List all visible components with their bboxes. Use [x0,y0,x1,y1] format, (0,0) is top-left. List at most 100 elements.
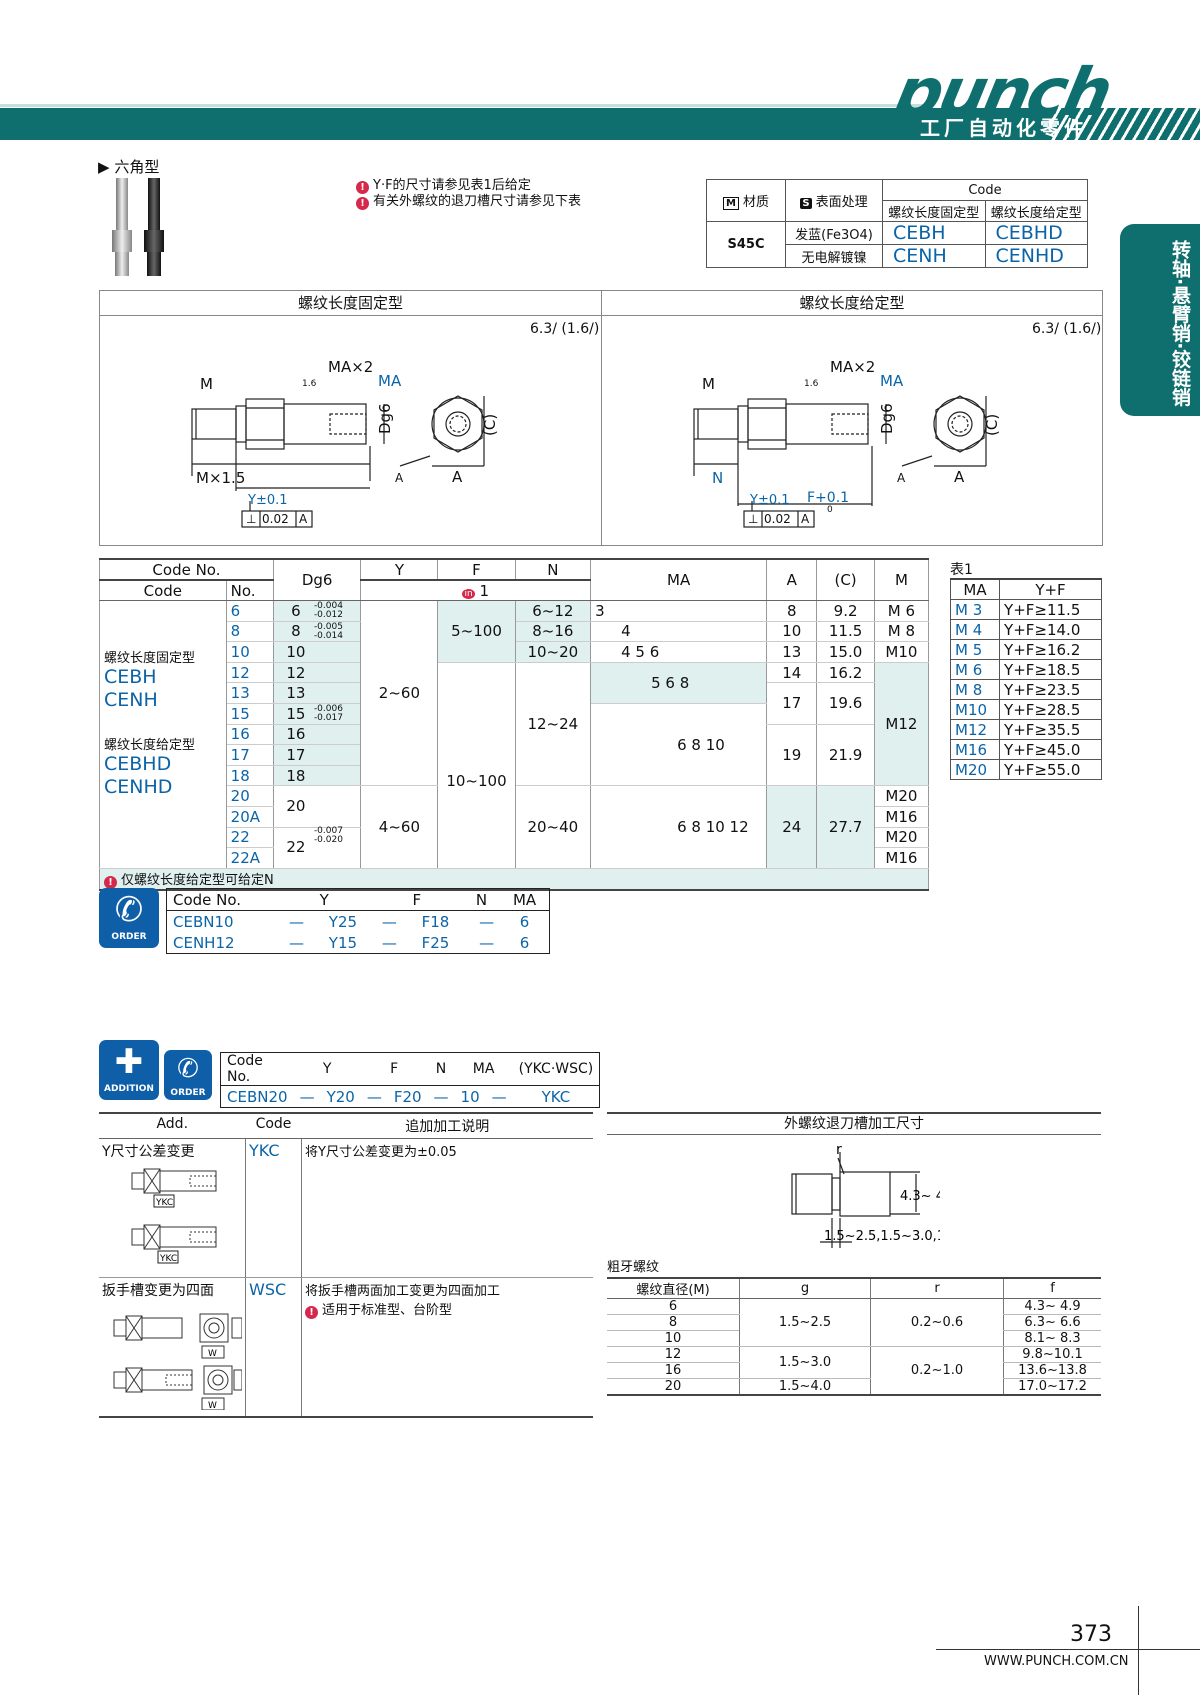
no[interactable]: 17 [225,744,274,766]
wsc-figure: W W [113,1313,243,1411]
label-roughness: 1.6 [302,379,317,389]
oh-code: Code No. [220,1052,294,1086]
f-range: 5~100 [437,600,516,663]
code-fixed[interactable]: CENH [882,244,986,268]
no[interactable]: 22A [225,847,274,869]
table1-title: 表1 [950,562,973,578]
m-value: M10 [873,641,930,663]
ma-values: 3 [590,600,768,622]
code-cenh[interactable]: CENH [104,689,158,711]
a-value: 19 [766,724,818,787]
groove-table: 螺纹直径(M) g r f 6 1.5~2.5 0.2~0.6 4.3~ 4.9… [607,1277,1101,1396]
code-cenhd[interactable]: CENHD [104,776,173,798]
no[interactable]: 22 [225,827,274,849]
h-f: F [437,558,516,581]
o-sep: — [479,933,495,952]
spec-table: Code No. Dg6 Y F N MA A (C) M Code No. i… [99,558,930,891]
t1-yf: Y+F≥16.2 [999,639,1102,660]
code-fixed[interactable]: CEBH [882,221,986,245]
g-dia: 16 [607,1362,740,1379]
c-value: 15.0 [816,641,875,663]
h-ma: MA [590,558,768,601]
warning-icon: ! [305,1306,318,1319]
m-value: M16 [873,847,930,869]
ma-values: 6 8 10 [590,703,768,787]
footer-url[interactable]: WWW.PUNCH.COM.CN [984,1654,1129,1669]
label-perp-val: 0.02 [764,512,791,526]
m-value: M 6 [873,600,930,622]
groove-title: 外螺纹退刀槽加工尺寸 [607,1112,1101,1135]
code-cebh[interactable]: CEBH [104,666,157,688]
code-spec[interactable]: CENHD [984,244,1088,268]
dg6-cell: 6-0.004 -0.012 [272,600,362,622]
no[interactable]: 16 [225,724,274,746]
drawing-divider [601,291,602,545]
g-f: 8.1~ 8.3 [1003,1330,1101,1347]
c-value: 27.7 [816,785,875,869]
footer-divider [1138,1606,1139,1695]
no[interactable]: 6 [225,600,274,622]
no[interactable]: 8 [225,621,274,643]
add-code[interactable]: WSC [245,1277,302,1417]
label-y: Y±0.1 [749,493,790,508]
groove-subtitle: 粗牙螺纹 [607,1260,660,1275]
no[interactable]: 15 [225,703,274,725]
n-range: 12~24 [514,662,592,787]
svg-text:YKC: YKC [155,1198,173,1208]
g-f: 6.3~ 6.6 [1003,1314,1101,1331]
c-value: 16.2 [816,662,875,684]
oh-n: N [427,1052,455,1086]
no[interactable]: 12 [225,662,274,684]
o-y: Y20 [326,1087,355,1106]
drawing-title-spec: 螺纹长度给定型 [602,291,1102,316]
o-code[interactable]: CEBN10 [173,912,234,931]
label-perp: ⊥ [748,512,758,526]
no[interactable]: 18 [225,765,274,787]
dg6-cell: 13 [272,682,362,704]
plus-icon: ✚ [114,1042,144,1082]
no[interactable]: 10 [225,641,274,663]
add-name: Y尺寸公差变更 YKC YKC [99,1138,246,1278]
addition-table: Add. Code 追加加工说明 Y尺寸公差变更 [99,1112,593,1418]
h-y: Y [360,558,439,581]
c-value: 9.2 [816,600,875,622]
o-code[interactable]: CENH12 [173,933,235,952]
note-1: !Y·F的尺寸请参见表1后给定 [356,178,581,194]
order-badge: ✆ ORDER [99,888,159,948]
ma-values: 5 6 8 [590,662,768,704]
code-cell: 螺纹长度固定型 CEBH CENH 螺纹长度给定型 CEBHD CENHD [99,600,227,869]
o-code[interactable]: CEBN20 [227,1087,288,1106]
add-name: 扳手槽变更为四面 W W [99,1277,246,1417]
svg-text:W: W [208,1401,217,1410]
oh-y: Y [293,1052,361,1086]
t1-ma: M20 [949,759,1001,780]
product-photo [112,178,164,276]
g-g: 1.5~3.0 [739,1346,871,1379]
t1-ma: M16 [949,739,1001,760]
t1-ma: M 8 [949,679,1001,700]
code-spec[interactable]: CEBHD [984,221,1088,245]
label-m: M [200,375,213,393]
no[interactable]: 20A [225,806,274,828]
side-category-tab[interactable]: 转轴·悬臂销·铰链销 [1120,224,1200,416]
label-m: M [702,375,715,393]
g-f: 4.3~ 4.9 [1003,1298,1101,1315]
m-value: M20 [873,827,930,849]
label-dg6: Dg6 [376,403,394,434]
dg6-cell: 20 [272,785,362,828]
h-no: No. [225,579,274,601]
o-sep: — [366,1087,382,1106]
label-n: N [712,469,723,487]
notes: !Y·F的尺寸请参见表1后给定 !有关外螺纹的退刀槽尺寸请参见下表 [356,178,581,210]
o-f: F18 [421,912,450,931]
no[interactable]: 20 [225,785,274,807]
add-code[interactable]: YKC [245,1138,302,1278]
o-sep: — [288,912,304,931]
no[interactable]: 13 [225,682,274,704]
code-cebhd[interactable]: CEBHD [104,753,172,775]
t1-yf: Y+F≥23.5 [999,679,1102,700]
h-n: N [514,558,592,581]
drawing-fixed: M MA×2 MA Dg6 (C) A A M×1.5 Y±0.1 1.6 ⊥ … [191,358,499,528]
